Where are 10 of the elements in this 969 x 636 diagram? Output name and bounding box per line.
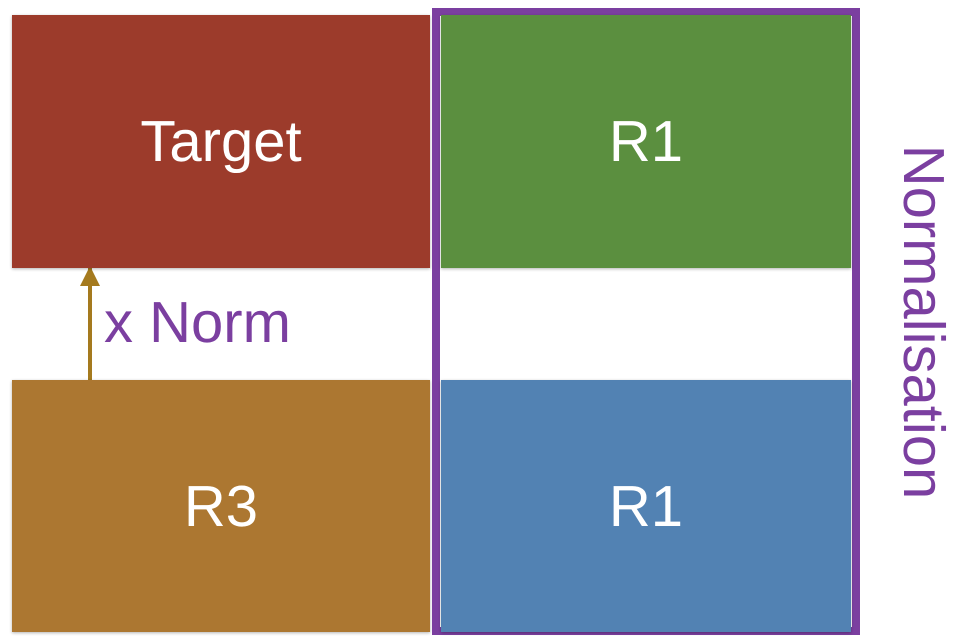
box-label: R3 xyxy=(184,472,258,540)
box-label: R1 xyxy=(608,108,684,175)
process-box xyxy=(441,15,851,268)
process-box xyxy=(12,15,430,268)
process-box xyxy=(12,380,430,632)
group-title: Normalisation xyxy=(890,144,957,499)
box-label: Target xyxy=(140,108,302,175)
arrow xyxy=(80,266,100,380)
process-box xyxy=(441,380,851,632)
box-label: R1 xyxy=(608,472,684,540)
